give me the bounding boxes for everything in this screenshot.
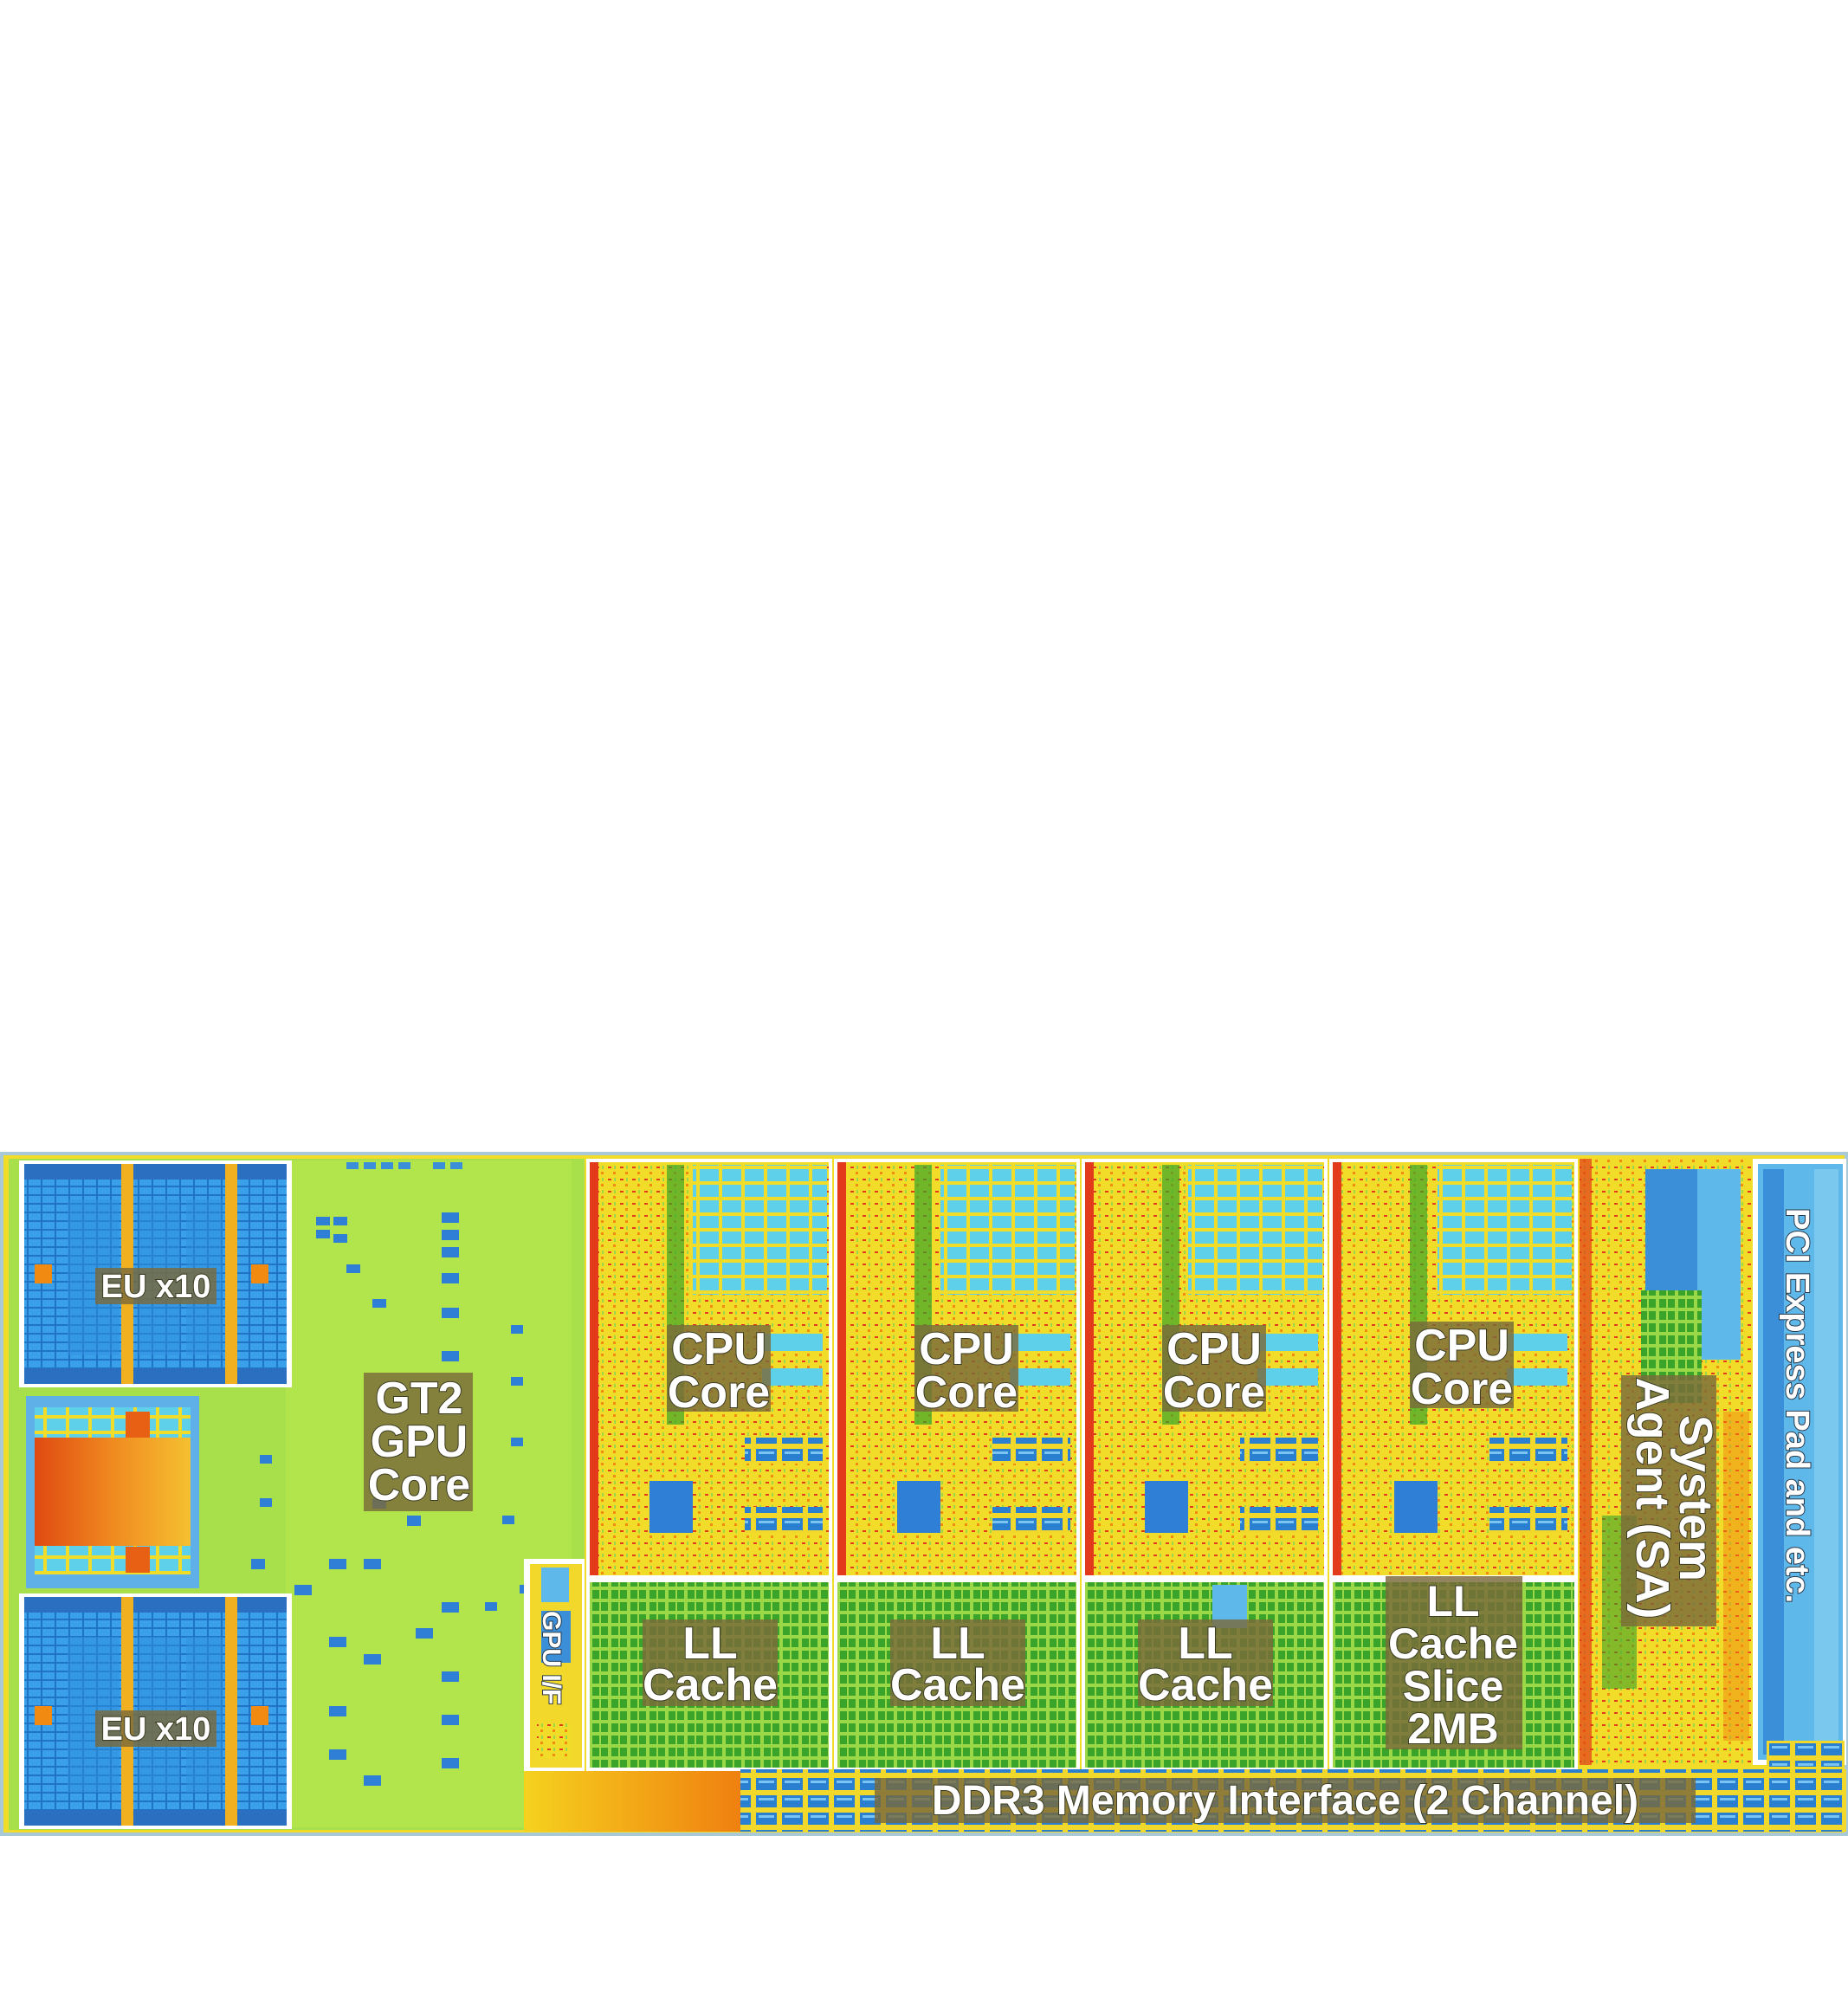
ll-cache-4-label-line2: Cache	[1388, 1619, 1518, 1668]
gpu-interface-block	[524, 1559, 585, 1771]
ll-cache-4-label: LL Cache Slice 2MB	[1386, 1576, 1522, 1754]
pci-express-pad-block	[1753, 1159, 1846, 1765]
cpu-core-1-label-line1: CPU	[671, 1324, 766, 1374]
system-agent-label: System Agent (SA)	[1621, 1375, 1722, 1626]
ll-cache-2-label: LL Cache	[889, 1618, 1026, 1711]
ll-cache-3-label-line1: LL	[1178, 1619, 1233, 1669]
cpu-core-4-label: CPU Core	[1410, 1320, 1514, 1415]
ll-cache-3-label: LL Cache	[1137, 1618, 1274, 1711]
system-agent-label-line1: System	[1670, 1415, 1722, 1581]
gpu-core-label: GT2 GPU Core	[364, 1373, 473, 1511]
ddr3-label-text: DDR3 Memory Interface (2 Channel)	[932, 1778, 1638, 1824]
gpu-core-label-line2: GPU	[371, 1417, 468, 1467]
ll-cache-1-label: LL Cache	[642, 1618, 779, 1711]
gpu-io-gradient	[524, 1771, 740, 1832]
ll-cache-1-label-line2: Cache	[643, 1660, 778, 1710]
eu-top-label: EU x10	[95, 1268, 216, 1306]
gpu-fixed-function-block	[26, 1396, 199, 1588]
die-shot-diagram: EU x10 EU x10 GT2 GPU Core GPU I/F CPU C…	[0, 1152, 1848, 1836]
cpu-core-1	[586, 1159, 832, 1579]
cpu-core-2-label-line1: CPU	[919, 1324, 1014, 1374]
system-agent-label-line2: Agent (SA)	[1626, 1378, 1678, 1619]
gpu-core-label-line3: Core	[368, 1460, 470, 1510]
pci-express-label: PCI Express Pad and etc.	[1779, 1208, 1815, 1603]
ll-cache-4-label-line1: LL	[1426, 1577, 1479, 1626]
cpu-core-4-label-line2: Core	[1411, 1364, 1513, 1414]
cpu-core-3-label: CPU Core	[1162, 1323, 1266, 1419]
ll-cache-1-label-line1: LL	[682, 1619, 738, 1669]
cpu-core-3-label-line1: CPU	[1166, 1324, 1262, 1374]
eu-bottom-label-text: EU x10	[101, 1711, 211, 1748]
cpu-core-2-label: CPU Core	[914, 1323, 1018, 1419]
gpu-logic-blocks	[251, 1212, 532, 1786]
ll-cache-4-label-line3: Slice	[1403, 1662, 1504, 1710]
gpu-if-label: GPU I/F	[537, 1611, 565, 1704]
ll-cache-4-label-line4: 2MB	[1407, 1704, 1499, 1753]
cpu-core-1-label-line2: Core	[668, 1367, 770, 1418]
gpu-core-label-line1: GT2	[375, 1374, 462, 1424]
eu-top-label-text: EU x10	[101, 1269, 211, 1305]
ll-cache-2-label-line2: Cache	[890, 1660, 1025, 1710]
cpu-core-2-label-line2: Core	[915, 1367, 1018, 1418]
ll-cache-3-label-line2: Cache	[1138, 1660, 1273, 1710]
gpu-top-strip	[346, 1162, 462, 1169]
cpu-core-1-label: CPU Core	[667, 1323, 771, 1419]
eu-bottom-label: EU x10	[95, 1710, 216, 1749]
ll-cache-2-label-line1: LL	[930, 1619, 985, 1669]
cpu-core-3-label-line2: Core	[1163, 1367, 1265, 1418]
ddr3-label: DDR3 Memory Interface (2 Channel)	[875, 1777, 1696, 1825]
cpu-core-4-label-line1: CPU	[1414, 1321, 1509, 1371]
